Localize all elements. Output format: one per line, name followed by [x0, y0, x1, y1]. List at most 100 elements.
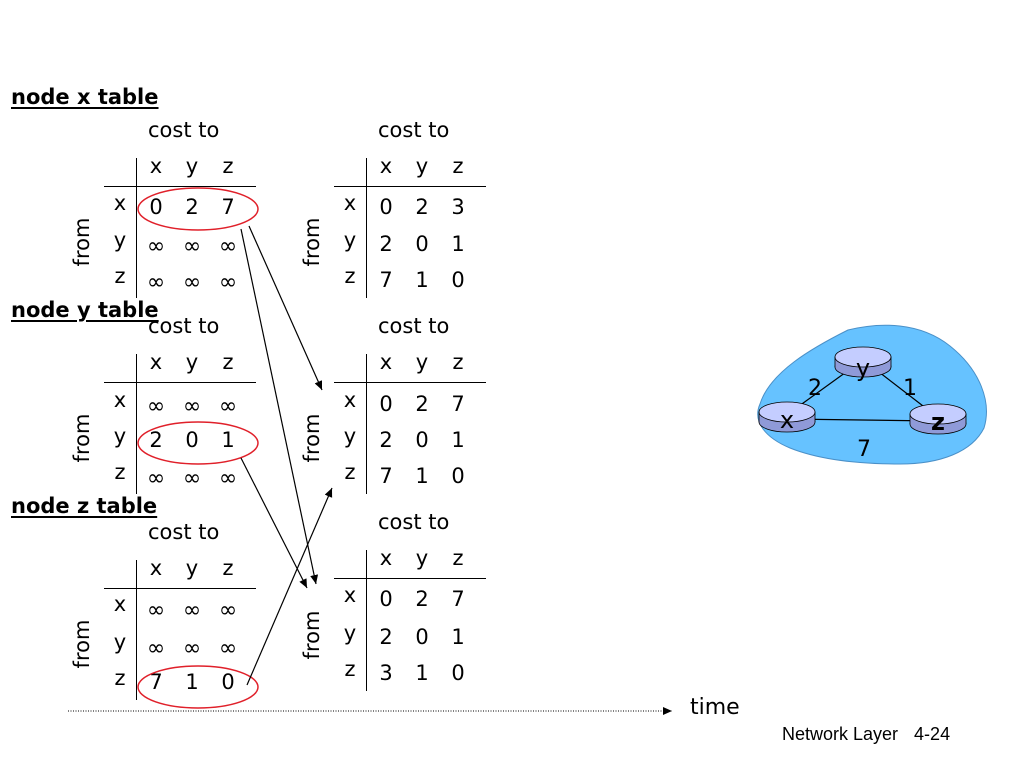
table-5-cell: 0 — [451, 661, 465, 685]
footer-chapter: Network Layer — [782, 724, 899, 744]
table-0-cell: 0 — [149, 195, 163, 219]
node-z-table-title: node z table — [11, 494, 158, 518]
table-0-col-header: x — [149, 154, 163, 178]
footer: Network Layer 4-24 — [782, 724, 950, 745]
table-0-row-header: z — [114, 264, 126, 288]
table-0-cell: ∞ — [146, 270, 166, 295]
table-3-row-header: y — [343, 424, 357, 448]
table-3-cell: 7 — [451, 392, 465, 416]
table-1-row-header: x — [343, 191, 357, 215]
table-4-cell: ∞ — [182, 598, 202, 623]
table-4-cell: 1 — [185, 670, 199, 694]
table-2-cell: 1 — [221, 428, 235, 452]
table-2-row-header: y — [113, 424, 127, 448]
table-5-cell: 1 — [415, 661, 429, 685]
highlight-ellipse-x — [137, 187, 259, 231]
table-3-cell: 0 — [451, 464, 465, 488]
table-3-col-header: x — [379, 350, 393, 374]
table-5-cell: 2 — [415, 587, 429, 611]
table-0-col-header: y — [185, 154, 199, 178]
table-2-col-header: z — [222, 350, 234, 374]
table-1-cell: 0 — [415, 232, 429, 256]
arrow-z-to-y2 — [246, 487, 333, 686]
arrow-x-to-z2 — [240, 228, 319, 585]
table-3-col-header: y — [415, 350, 429, 374]
table-5-row-header: y — [343, 621, 357, 645]
table-4-col-header: y — [185, 556, 199, 580]
table-3-cell: 7 — [379, 464, 393, 488]
table-5-header-rule — [334, 578, 486, 579]
table-2-cell: ∞ — [182, 394, 202, 419]
table-2-cell: ∞ — [218, 466, 238, 491]
table-4-row-header: x — [113, 592, 127, 616]
table-0-header-rule — [104, 186, 256, 187]
table-2-cell: ∞ — [218, 394, 238, 419]
table-3-cell: 0 — [379, 392, 393, 416]
table-1-col-header: z — [452, 154, 464, 178]
table-4-cell: ∞ — [182, 636, 202, 661]
table-4-col-header: z — [222, 556, 234, 580]
table-2-row-header: z — [114, 460, 126, 484]
cost-y-z: 1 — [903, 376, 917, 401]
node-y-table-title: node y table — [11, 298, 159, 322]
table-4-cell: ∞ — [146, 598, 166, 623]
table-0-cell: ∞ — [218, 234, 238, 259]
table-3-row-header: x — [343, 388, 357, 412]
table-1-row-rule — [366, 158, 367, 298]
table-1-cell: 2 — [379, 232, 393, 256]
table-3-cell: 1 — [451, 428, 465, 452]
table-3-row-header: z — [344, 460, 356, 484]
arrow-x-to-y2 — [248, 225, 323, 391]
time-label: time — [690, 695, 740, 720]
table-1-row-header: y — [343, 228, 357, 252]
table-1-cell: 7 — [379, 268, 393, 292]
table-4-cell: ∞ — [218, 598, 238, 623]
table-5-cell: 1 — [451, 625, 465, 649]
table-4-row-header: z — [114, 666, 126, 690]
table-4-header-rule — [104, 588, 256, 589]
table-4-row-header: y — [113, 630, 127, 654]
table-3-cell: 2 — [379, 428, 393, 452]
table-0-row-rule — [136, 158, 137, 298]
table-3-header-rule — [334, 382, 486, 383]
table-0-cell: ∞ — [146, 234, 166, 259]
table-0-row-header: y — [113, 228, 127, 252]
table-2-col-header: x — [149, 350, 163, 374]
router-x-icon — [758, 401, 816, 433]
table-1-col-header: x — [379, 154, 393, 178]
node-label-y: y — [856, 354, 870, 382]
table-1-cost-to: cost to — [378, 118, 450, 142]
table-5-cell: 2 — [379, 625, 393, 649]
node-label-x: x — [780, 406, 794, 434]
table-0-cost-to: cost to — [148, 118, 220, 142]
table-0-cell: ∞ — [182, 270, 202, 295]
table-3-cell: 0 — [415, 428, 429, 452]
table-1-cell: 0 — [451, 268, 465, 292]
table-5-cell: 0 — [415, 625, 429, 649]
table-2-cost-to: cost to — [148, 314, 220, 338]
table-5-col-header: y — [415, 546, 429, 570]
cost-x-z: 7 — [857, 437, 871, 462]
table-1-cell: 0 — [379, 195, 393, 219]
table-0-row-header: x — [113, 191, 127, 215]
table-4-cell: ∞ — [218, 636, 238, 661]
table-1-cell: 1 — [415, 268, 429, 292]
table-1-header-rule — [334, 186, 486, 187]
cost-x-y: 2 — [808, 376, 822, 401]
footer-page: 4-24 — [914, 724, 951, 744]
table-1-col-header: y — [415, 154, 429, 178]
router-y-icon — [834, 346, 892, 378]
table-4-cell: ∞ — [146, 636, 166, 661]
table-5-row-header: x — [343, 583, 357, 607]
table-0-col-header: z — [222, 154, 234, 178]
table-5-row-header: z — [344, 657, 356, 681]
network-graph: y x z 2 1 7 — [757, 324, 987, 465]
arrow-y-to-z2 — [240, 457, 308, 589]
table-3-row-rule — [366, 354, 367, 494]
table-5-row-rule — [366, 550, 367, 691]
table-0-cell: ∞ — [182, 234, 202, 259]
table-0-cell: 2 — [185, 195, 199, 219]
table-1-cell: 3 — [451, 195, 465, 219]
table-2-row-header: x — [113, 388, 127, 412]
